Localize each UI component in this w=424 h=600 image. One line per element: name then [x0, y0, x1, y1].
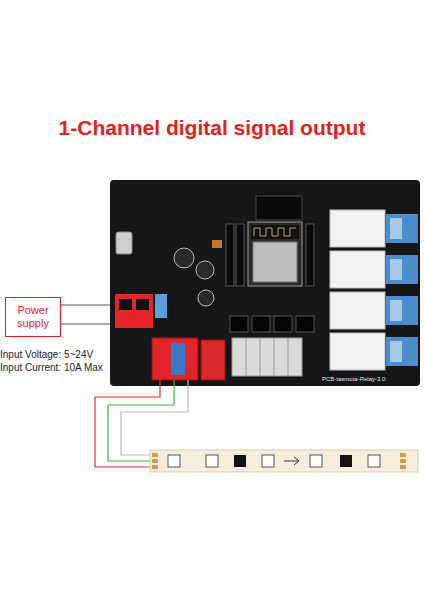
esp32-module	[248, 222, 302, 286]
relay	[330, 333, 385, 370]
led-chip	[262, 455, 274, 467]
capacitor	[174, 248, 194, 268]
title: 1-Channel digital signal output	[0, 116, 424, 140]
terminal-screw	[390, 218, 402, 239]
solder-pad	[152, 465, 158, 469]
wire-green	[108, 380, 174, 461]
terminal-divider	[246, 338, 247, 376]
terminal-divider	[274, 338, 275, 376]
inductor	[212, 240, 222, 248]
driver-ic	[340, 455, 352, 467]
terminal-hole	[119, 299, 132, 310]
rf-shield	[253, 242, 297, 282]
solder-pad	[152, 459, 158, 463]
power-wire	[61, 324, 118, 325]
led-strip	[150, 450, 418, 472]
solder-pad	[400, 453, 406, 457]
relay-terminal	[386, 255, 418, 284]
relay	[330, 292, 385, 329]
node-label: Power supply	[8, 304, 58, 329]
led-chip	[310, 455, 322, 467]
solder-pad	[400, 459, 406, 463]
terminal-divider	[260, 338, 261, 376]
solder-pad	[152, 453, 158, 457]
output-connector	[201, 340, 225, 380]
solder-pad	[400, 465, 406, 469]
fuse	[155, 294, 167, 318]
terminal-block	[232, 338, 302, 376]
signal-connector	[152, 338, 198, 380]
board-silkscreen: PCB-tasmota-Relay-3.0	[322, 376, 385, 382]
pin-header	[306, 224, 314, 286]
antenna-trace	[254, 228, 296, 236]
header-connector	[256, 196, 302, 220]
mosfet	[252, 316, 270, 332]
antenna-area	[251, 225, 299, 239]
usb-c-port	[116, 232, 132, 254]
relay	[330, 251, 385, 288]
relay-terminal	[386, 296, 418, 325]
pcb-board	[110, 180, 420, 386]
mosfet	[296, 316, 314, 332]
led-chip	[206, 455, 218, 467]
led-chip	[368, 455, 380, 467]
wire-white	[121, 380, 188, 455]
relay	[330, 210, 385, 247]
led-chip	[168, 455, 180, 467]
spec-note: Input Current: 10A Max	[0, 362, 103, 373]
capacitor	[196, 261, 214, 279]
power-wire	[61, 305, 118, 306]
pin-header	[236, 224, 244, 286]
terminal-screw	[390, 341, 402, 362]
power-terminal	[115, 294, 153, 328]
driver-ic	[234, 455, 246, 467]
pin-header	[226, 224, 234, 286]
power-supply-box: Power supply	[5, 297, 61, 337]
terminal-divider	[288, 338, 289, 376]
mosfet	[274, 316, 292, 332]
terminal-hole	[136, 299, 149, 310]
terminal-screw	[390, 259, 402, 280]
relay-terminal	[386, 214, 418, 243]
terminal-screw	[390, 300, 402, 321]
spec-note: Input Voltage: 5~24V	[0, 349, 93, 360]
signal-connector-insert	[171, 343, 185, 375]
direction-arrow	[284, 457, 299, 465]
capacitor	[198, 290, 214, 306]
relay-terminal	[386, 337, 418, 366]
mosfet	[230, 316, 248, 332]
